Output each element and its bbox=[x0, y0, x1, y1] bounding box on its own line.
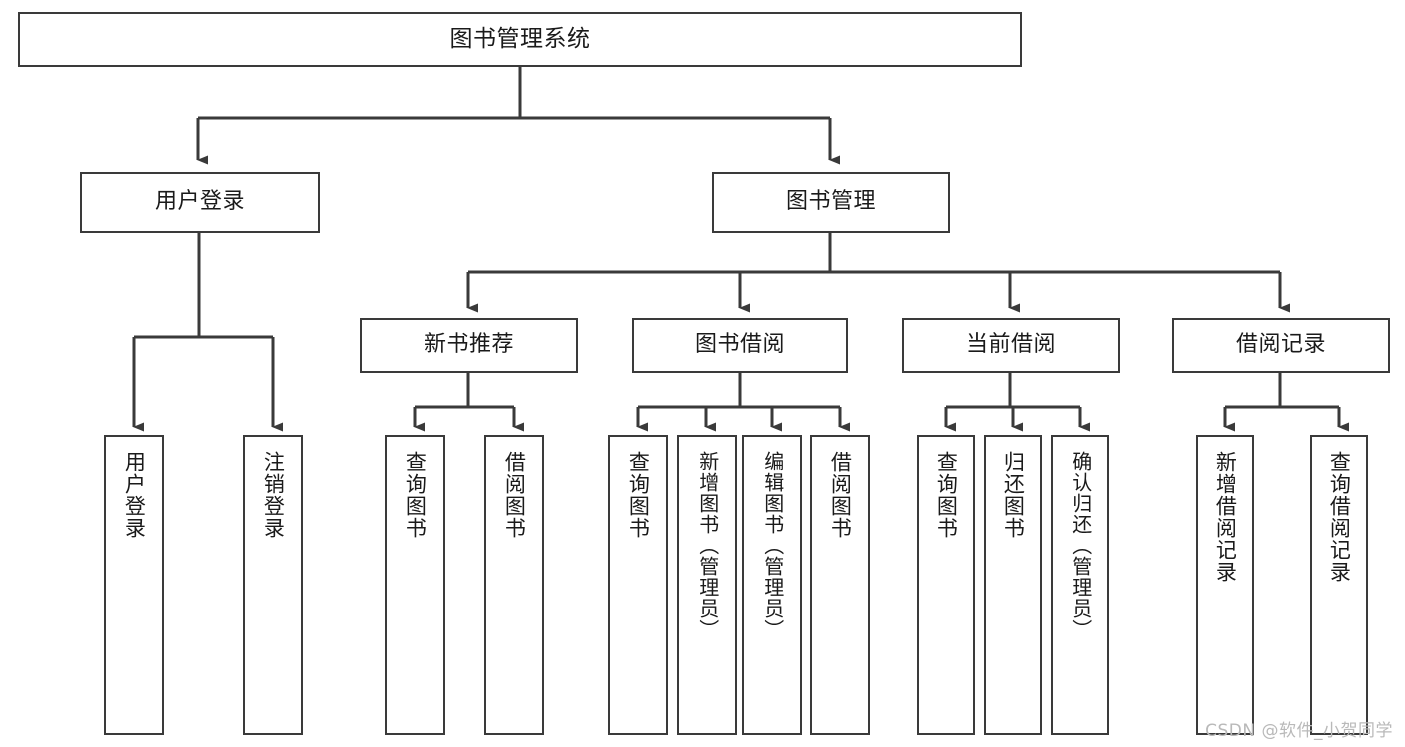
leaf-borrow-query-book[interactable]: 查询图书 bbox=[608, 435, 668, 735]
leaf-record-query-record[interactable]: 查询借阅记录 bbox=[1310, 435, 1368, 735]
node-root-system[interactable]: 图书管理系统 bbox=[18, 12, 1022, 67]
node-label: 图书管理系统 bbox=[449, 26, 591, 53]
node-book-borrow[interactable]: 图书借阅 bbox=[632, 318, 848, 373]
node-label: 用户登录 bbox=[154, 189, 245, 215]
node-user-login[interactable]: 用户登录 bbox=[80, 172, 320, 233]
node-label: 查询图书 bbox=[403, 451, 428, 539]
leaf-user-login-login[interactable]: 用户登录 bbox=[104, 435, 164, 735]
leaf-record-add-record[interactable]: 新增借阅记录 bbox=[1196, 435, 1254, 735]
leaf-new-book-borrow[interactable]: 借阅图书 bbox=[484, 435, 544, 735]
leaf-new-book-query[interactable]: 查询图书 bbox=[385, 435, 445, 735]
node-label: 当前借阅 bbox=[965, 332, 1056, 358]
leaf-current-return-book[interactable]: 归还图书 bbox=[984, 435, 1042, 735]
leaf-borrow-borrow-book[interactable]: 借阅图书 bbox=[810, 435, 870, 735]
node-book-management[interactable]: 图书管理 bbox=[712, 172, 950, 233]
node-borrow-record[interactable]: 借阅记录 bbox=[1172, 318, 1390, 373]
node-label: 编辑图书（管理员） bbox=[760, 451, 785, 640]
leaf-borrow-add-book-admin[interactable]: 新增图书（管理员） bbox=[677, 435, 737, 735]
node-label: 借阅图书 bbox=[502, 451, 527, 539]
node-label: 借阅记录 bbox=[1235, 332, 1326, 358]
node-label: 新增借阅记录 bbox=[1213, 451, 1238, 583]
node-label: 新增图书（管理员） bbox=[695, 451, 720, 640]
node-label: 图书借阅 bbox=[694, 332, 785, 358]
node-label: 查询图书 bbox=[934, 451, 959, 539]
node-label: 确认归还（管理员） bbox=[1068, 451, 1093, 640]
leaf-current-query-book[interactable]: 查询图书 bbox=[917, 435, 975, 735]
node-label: 借阅图书 bbox=[828, 451, 853, 539]
node-label: 查询图书 bbox=[626, 451, 651, 539]
node-label: 用户登录 bbox=[122, 451, 147, 539]
node-label: 注销登录 bbox=[261, 451, 286, 539]
node-current-borrow[interactable]: 当前借阅 bbox=[902, 318, 1120, 373]
node-new-book-recommend[interactable]: 新书推荐 bbox=[360, 318, 578, 373]
leaf-borrow-edit-book-admin[interactable]: 编辑图书（管理员） bbox=[742, 435, 802, 735]
node-label: 新书推荐 bbox=[423, 332, 514, 358]
leaf-current-confirm-return-admin[interactable]: 确认归还（管理员） bbox=[1051, 435, 1109, 735]
node-label: 图书管理 bbox=[785, 189, 876, 215]
node-label: 查询借阅记录 bbox=[1327, 451, 1352, 583]
node-label: 归还图书 bbox=[1001, 451, 1026, 539]
csdn-watermark: CSDN @软件_小贺同学 bbox=[1205, 721, 1393, 741]
leaf-user-login-logout[interactable]: 注销登录 bbox=[243, 435, 303, 735]
